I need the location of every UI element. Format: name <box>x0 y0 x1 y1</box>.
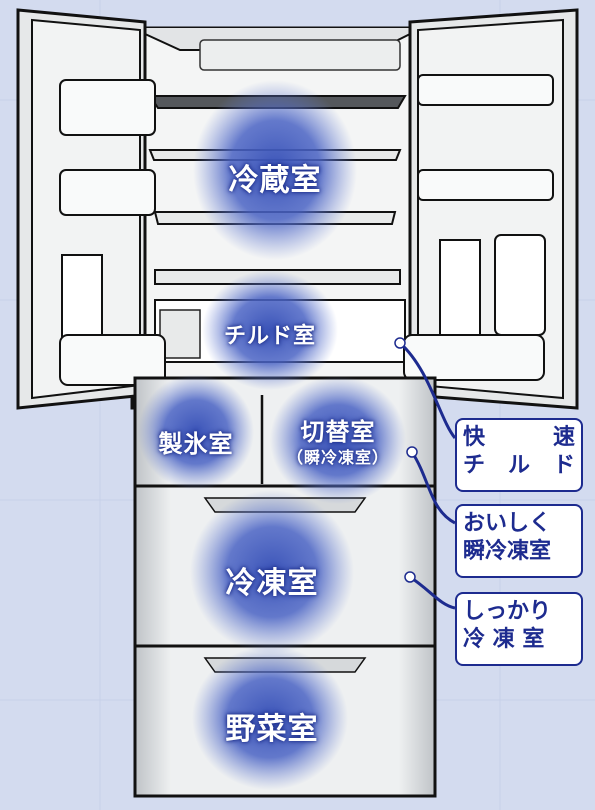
vegetable-label: 野菜室 <box>225 712 319 747</box>
freezer-label: 冷凍室 <box>225 566 319 601</box>
callout-firm-freeze-line1: しっかり <box>463 599 552 624</box>
connector-quick-chill <box>398 341 457 439</box>
callout-connectors <box>398 341 457 610</box>
connector-dot-switch <box>406 446 418 458</box>
zone-glows <box>138 80 406 790</box>
chilled-label: チルド室 <box>223 324 316 349</box>
ice-zone-glow <box>138 374 254 490</box>
chilled-zone-glow <box>202 270 338 390</box>
connector-dot-chilled <box>394 337 406 349</box>
left-door <box>16 8 166 410</box>
switch-label: 切替室 <box>300 418 376 446</box>
connector-dot-freezer <box>404 571 416 583</box>
callout-firm-freeze: しっかり 冷 凍 室 <box>455 592 583 666</box>
callout-instant-freeze-line1: おいしく <box>463 511 552 536</box>
connector-firm-freeze <box>409 575 456 610</box>
switch-zone-glow <box>270 376 406 504</box>
connector-instant-freeze <box>410 451 456 525</box>
refrigerator-zone-glow <box>193 80 357 260</box>
refrigerator-label: 冷蔵室 <box>228 163 322 198</box>
ice-label: 製氷室 <box>158 430 234 458</box>
switch-sublabel: （瞬冷凍室） <box>286 448 389 467</box>
callout-instant-freeze-line2: 瞬冷凍室 <box>463 539 552 564</box>
callout-firm-freeze-line2: 冷 凍 室 <box>463 627 545 652</box>
right-door <box>403 8 579 410</box>
callout-quick-chill: 快 速 チルド <box>455 418 583 492</box>
callout-quick-chill-line1: 快 速 <box>463 425 575 450</box>
callout-instant-freeze: おいしく 瞬冷凍室 <box>455 504 583 578</box>
freezer-zone-glow <box>190 490 354 654</box>
vegetable-zone-glow <box>192 646 348 790</box>
callout-quick-chill-line2: チルド <box>463 453 575 478</box>
